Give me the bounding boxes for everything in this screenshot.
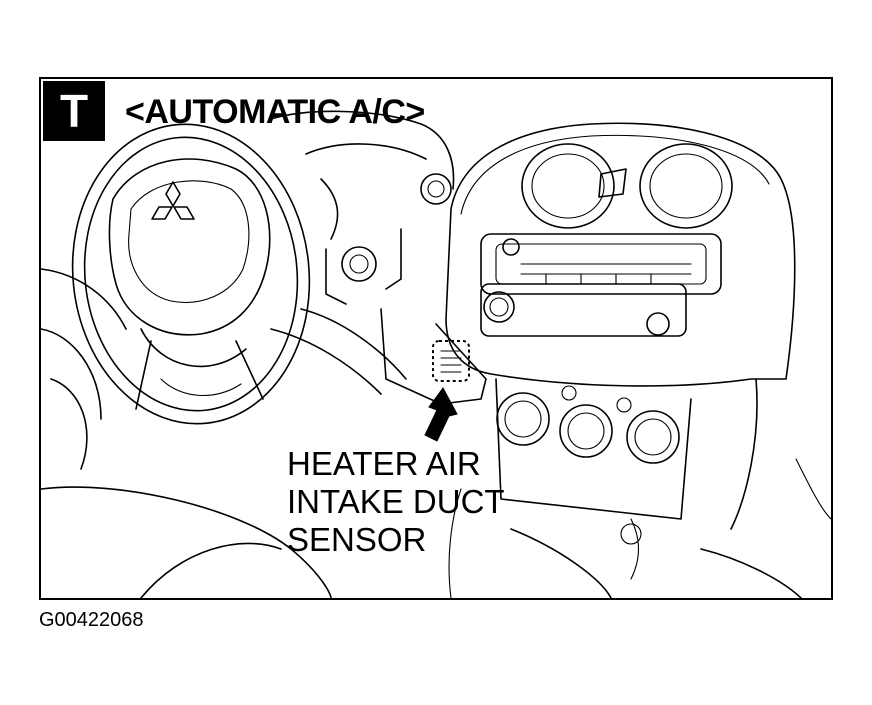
- figure-id: G00422068: [39, 609, 144, 631]
- sensor-icon: [432, 340, 470, 382]
- callout-line: SENSOR: [287, 521, 427, 558]
- callout-line: HEATER AIR: [287, 445, 481, 482]
- diagram-title: <AUTOMATIC A/C>: [125, 93, 425, 131]
- callout-line: INTAKE DUCT: [287, 483, 505, 520]
- instrument-cluster: [270, 110, 455, 305]
- lower-dash: [41, 268, 802, 598]
- dashboard-line-drawing: [41, 110, 831, 598]
- center-console: [445, 122, 831, 530]
- diagram-frame: T <AUTOMATIC A/C> HEATER AIR INTAKE DUCT…: [39, 77, 833, 600]
- steering-wheel: [71, 123, 311, 425]
- pointer-arrow-icon: [424, 387, 458, 442]
- sensor-callout-label: HEATER AIR INTAKE DUCT SENSOR: [287, 445, 505, 559]
- manufacturer-logo-icon: [151, 181, 195, 220]
- section-badge: T: [43, 81, 105, 141]
